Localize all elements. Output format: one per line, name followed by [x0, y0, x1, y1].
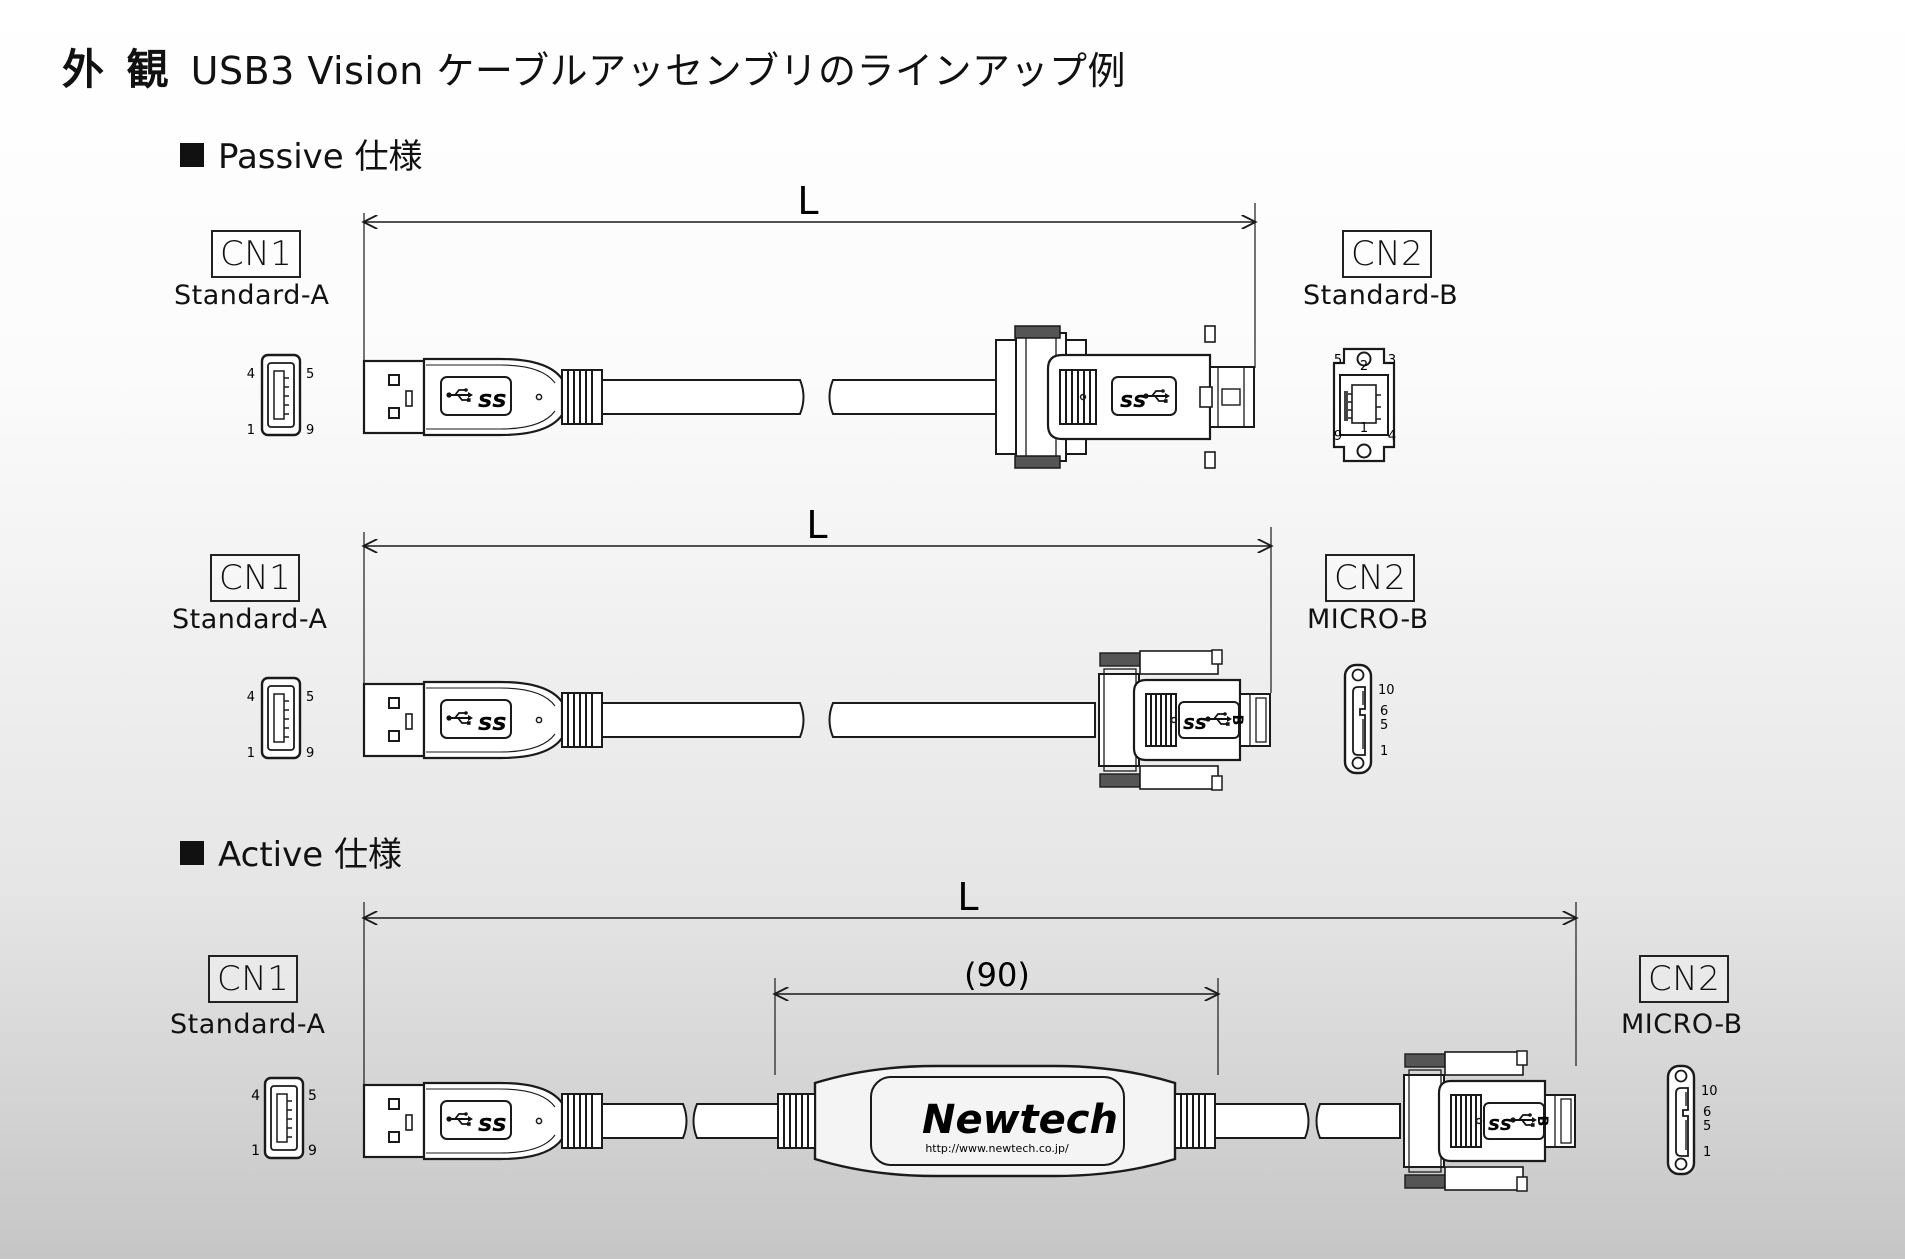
cable-1-cn1-pin-9: 9 — [306, 423, 314, 438]
cable-3-length-label: L — [957, 875, 978, 919]
cable-3-cn1-pin-5: 5 — [308, 1088, 317, 1104]
page-title-sub: USB3 Vision ケーブルアッセンブリのラインアップ例 — [190, 49, 1126, 93]
cable-3-cn1-label: CN1 — [208, 955, 299, 1003]
cable-3-cn2-label: CN2 — [1639, 955, 1730, 1003]
cable-3-module-length-label: (90) — [964, 956, 1030, 994]
cable-2-body: ss ss B — [362, 648, 1272, 792]
bullet-square-icon — [180, 841, 204, 865]
standard-a-receptacle-icon — [260, 353, 302, 437]
micro-b-receptacle-icon — [1343, 663, 1373, 775]
cable-1-cn2-pin-1: 1 — [1360, 421, 1368, 436]
page-title: 外 観 USB3 Vision ケーブルアッセンブリのラインアップ例 — [62, 42, 1126, 99]
cable-3-cn1-receptacle: 4 5 1 9 — [251, 1076, 317, 1160]
cable-1-cn2-receptacle: 5 2 3 9 1 4 — [1332, 347, 1396, 463]
cable-2-cn2-pin-10: 10 — [1378, 683, 1395, 698]
cable-3-cn1-pin-1: 1 — [251, 1143, 260, 1159]
cable-2: L ss ss B 4 5 1 9 10 6 5 1 — [247, 503, 1395, 792]
cable-1: L ss ss 4 5 1 9 5 2 3 9 1 4 — [247, 179, 1396, 470]
cable-3-body: ss Newtech http://www.newtech.co.jp/ ss … — [362, 1049, 1577, 1193]
cable-3-cn2-pin-1: 1 — [1703, 1145, 1711, 1160]
cable-1-cn2-pin-4: 4 — [1388, 429, 1396, 444]
cable-2-cn1-label: CN1 — [210, 554, 301, 602]
ss-logo: ss — [1183, 710, 1207, 734]
ss-logo: ss — [478, 1109, 507, 1137]
cable-3-cn1-pin-4: 4 — [251, 1088, 260, 1104]
cable-3-cn1-pin-9: 9 — [308, 1143, 317, 1159]
cable-3-cn2-receptacle: 10 6 5 1 — [1666, 1064, 1718, 1176]
cable-3-cn2-pin-10: 10 — [1701, 1084, 1718, 1099]
cable-2-cn2-pin-5: 5 — [1380, 718, 1388, 733]
cable-1-cn2-pin-3: 3 — [1388, 353, 1396, 368]
section-heading-passive-text: Passive 仕様 — [218, 137, 423, 177]
cable-2-cn1-pin-1: 1 — [247, 746, 255, 761]
cable-1-cn2-label: CN2 — [1342, 230, 1433, 278]
section-heading-active: Active 仕様 — [180, 832, 402, 878]
cable-1-cn1-type: Standard-A — [174, 280, 330, 311]
cable-2-cn1-pin-4: 4 — [247, 690, 255, 705]
cable-1-cn1-receptacle: 4 5 1 9 — [247, 353, 314, 438]
cable-1-body: ss ss — [362, 324, 1256, 470]
cable-1-cn2-pin-2: 2 — [1360, 359, 1368, 374]
cable-2-cn2-pin-1: 1 — [1380, 744, 1388, 759]
cable-1-length-label: L — [797, 179, 818, 223]
cable-1-cn2-type: Standard-B — [1303, 280, 1459, 311]
cable-2-cn2-label: CN2 — [1325, 554, 1416, 602]
cable-2-cn2-receptacle: 10 6 5 1 — [1343, 663, 1395, 775]
standard-a-receptacle-icon — [263, 1076, 305, 1160]
bullet-square-icon — [180, 143, 204, 167]
cable-3: L (90) ss Newtech http://www.newtech.co.… — [251, 875, 1718, 1193]
cable-2-length-label: L — [806, 503, 827, 547]
cable-2-cn1-pin-9: 9 — [306, 746, 314, 761]
cable-1-cn1-pin-1: 1 — [247, 423, 255, 438]
cable-2-cn1-receptacle: 4 5 1 9 — [247, 676, 314, 761]
plug-b-mark: B — [1229, 715, 1245, 726]
cable-3-cn2-pin-5: 5 — [1703, 1119, 1711, 1134]
ss-logo: ss — [1488, 1111, 1512, 1135]
cable-1-cn1-pin-5: 5 — [306, 367, 314, 382]
page-title-main: 外 観 — [62, 45, 173, 94]
cable-3-cn1-type: Standard-A — [170, 1009, 326, 1040]
cable-2-cn1-pin-5: 5 — [306, 690, 314, 705]
standard-a-receptacle-icon — [260, 676, 302, 760]
cable-2-cn2-pin-6: 6 — [1380, 704, 1388, 719]
module-brand: Newtech — [922, 1097, 1118, 1143]
cable-1-cn1-pin-4: 4 — [247, 367, 255, 382]
ss-logo: ss — [478, 708, 507, 736]
plug-b-mark: B — [1534, 1116, 1550, 1127]
cable-1-cn2-pin-5: 5 — [1334, 353, 1342, 368]
active-module: Newtech http://www.newtech.co.jp/ — [777, 1064, 1216, 1178]
ss-logo: ss — [1120, 388, 1146, 413]
cable-1-cn1-label: CN1 — [211, 230, 302, 278]
cable-3-cn2-pin-6: 6 — [1703, 1105, 1711, 1120]
cable-3-cn2-type: MICRO-B — [1621, 1009, 1743, 1040]
cable-1-cn2-pin-9: 9 — [1334, 429, 1342, 444]
ss-logo: ss — [478, 385, 507, 413]
section-heading-active-text: Active 仕様 — [218, 835, 402, 875]
cable-2-cn1-type: Standard-A — [172, 604, 328, 635]
module-url: http://www.newtech.co.jp/ — [925, 1142, 1069, 1155]
section-heading-passive: Passive 仕様 — [180, 134, 423, 180]
micro-b-receptacle-icon — [1666, 1064, 1696, 1176]
cable-2-cn2-type: MICRO-B — [1307, 604, 1429, 635]
